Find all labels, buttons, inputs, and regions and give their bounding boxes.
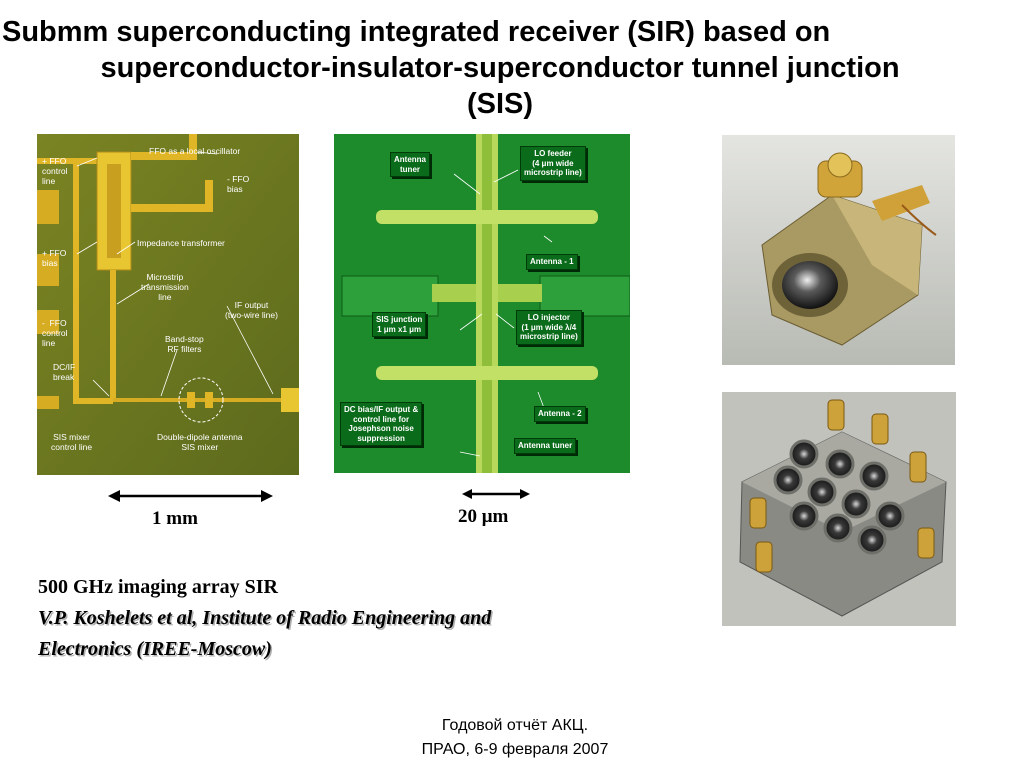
label-if-output: IF output (two-wire line) [225, 300, 278, 320]
label-antenna-tuner-top: Antenna tuner [390, 152, 430, 177]
imaging-array-photo [722, 392, 956, 626]
sir-chip-micrograph: + FFO control line FFO as a local oscill… [37, 134, 299, 475]
label-ffo-control-minus: - FFO control line [42, 318, 68, 348]
label-antenna-2: Antenna - 2 [534, 406, 586, 422]
footer-line-2: ПРАО, 6-9 февраля 2007 [421, 741, 609, 758]
caption-line-1: 500 GHz imaging array SIR [38, 576, 278, 598]
title-line-2: superconductor-insulator-superconductor … [100, 52, 900, 84]
label-ffo-bias-plus: + FFO bias [42, 248, 67, 268]
label-dcif-break: DC/IF break [53, 362, 76, 382]
label-ffo-local-oscillator: FFO as a local oscillator [149, 146, 241, 156]
label-impedance-transformer: Impedance transformer [137, 238, 225, 248]
imaging-array-drawing [722, 392, 956, 626]
label-sis-junction: SIS junction 1 μm x1 μm [372, 312, 427, 337]
receiver-module-drawing [722, 135, 955, 365]
label-antenna-1: Antenna - 1 [526, 254, 578, 270]
title-line-1: Submm superconducting integrated receive… [2, 16, 831, 48]
footer-line-1: Годовой отчёт АКЦ. [441, 717, 589, 734]
sir-chip-drawing [37, 134, 299, 475]
title-line-3: (SIS) [466, 88, 534, 120]
scale-arrow-20um [462, 489, 530, 499]
caption-line-3: Electronics (IREE-Moscow) [38, 638, 272, 660]
slide-title: Submm superconducting integrated receive… [0, 14, 1000, 122]
label-bandstop-filters: Band-stop RF filters [165, 334, 204, 354]
caption-line-2: V.P. Koshelets et al, Institute of Radio… [38, 607, 492, 629]
label-antenna-tuner-bottom: Antenna tuner [514, 438, 577, 454]
figure-caption: 500 GHz imaging array SIR V.P. Koshelets… [38, 572, 678, 665]
label-lo-feeder: LO feeder (4 μm wide microstrip line) [520, 146, 586, 181]
slide-footer: Годовой отчёт АКЦ. ПРАО, 6-9 февраля 200… [380, 714, 650, 762]
label-double-dipole: Double-dipole antenna SIS mixer [157, 432, 243, 452]
label-lo-injector: LO injector (1 μm wide λ/4 microstrip li… [516, 310, 582, 345]
label-dc-bias: DC bias/IF output & control line for Jos… [340, 402, 423, 446]
label-ffo-bias-minus: - FFO bias [227, 174, 250, 194]
label-microstrip: Microstrip transmission line [141, 272, 189, 302]
receiver-module-photo [722, 135, 955, 365]
scale-arrow-1mm [108, 490, 273, 502]
label-sis-mixer-control: SIS mixer control line [51, 432, 93, 452]
sis-junction-micrograph: Antenna tuner LO feeder (4 μm wide micro… [334, 134, 630, 473]
scale-label-1mm: 1 mm [152, 508, 198, 529]
label-ffo-control-plus: + FFO control line [42, 156, 68, 186]
scale-label-20um: 20 μm [458, 506, 509, 527]
